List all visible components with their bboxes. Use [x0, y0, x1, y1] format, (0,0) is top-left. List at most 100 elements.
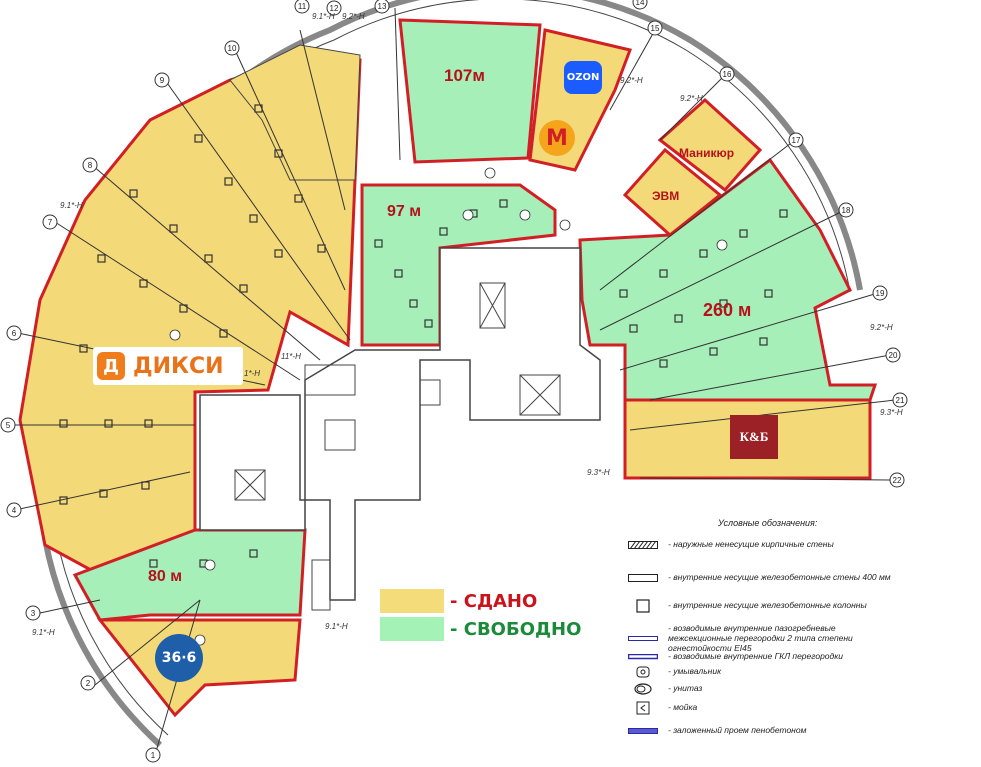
legend-row: - мойка — [628, 701, 698, 715]
axis-bubble-22 — [889, 472, 905, 488]
axis-bubble-8 — [82, 157, 98, 173]
column-icon — [628, 599, 658, 613]
legend-text: - унитаз — [668, 683, 703, 694]
axis-label-18: 18 — [842, 206, 851, 215]
axis-label-20: 20 — [889, 351, 898, 360]
partition-icon — [628, 633, 658, 645]
free-swatch — [380, 617, 444, 641]
unit-260-label: 260 м — [703, 300, 752, 320]
axis-bubble-1 — [145, 747, 161, 763]
axis-bubble-20 — [885, 347, 901, 363]
central-core — [199, 247, 601, 601]
axis-bubble-13 — [374, 0, 390, 14]
axis-bubble-21 — [892, 392, 908, 408]
manicure-label: Маникюр — [679, 146, 735, 160]
status-rented: - СДАНО — [380, 589, 537, 613]
manicure-area — [657, 97, 763, 193]
axis-label-11: 11 — [298, 2, 307, 11]
unit-260-area — [578, 157, 878, 402]
axis-bubble-11 — [294, 0, 310, 14]
axis-bubble-16 — [719, 66, 735, 82]
legend-text: - возводимые внутренние ГКЛ перегородки — [668, 651, 843, 662]
axis-label-21: 21 — [896, 396, 905, 405]
status-free: - СВОБОДНО — [380, 617, 581, 641]
axis-label-7: 7 — [48, 218, 53, 227]
toilet-icon — [628, 683, 658, 695]
magnit-logo-mark: M — [546, 125, 568, 151]
free-label: - СВОБОДНО — [450, 618, 582, 640]
axis-bubble-12 — [326, 0, 342, 16]
axis-label-3: 3 — [31, 609, 36, 618]
ozon-logo: OZON — [564, 61, 602, 94]
legend-text: - наружные ненесущие кирпичные стены — [668, 539, 834, 550]
legend-text: - мойка — [668, 702, 698, 713]
legend-row: - заложенный проем пенобетоном — [628, 725, 806, 737]
kb-logo: К&Б — [730, 415, 778, 459]
unit-97-label: 97 м — [387, 203, 422, 220]
legend-row: - возводимые внутренние ГКЛ перегородки — [628, 651, 843, 663]
axis-bubble-14 — [632, 0, 648, 10]
kb-logo-text: К&Б — [739, 429, 769, 444]
pharmacy-logo-text: 36·6 — [161, 650, 197, 666]
unit-80-label: 80 м — [148, 568, 183, 585]
washbasin-icon — [628, 666, 658, 678]
dixy-logo: Д ДИКСИ — [93, 347, 243, 385]
legend-row: - унитаз — [628, 683, 702, 695]
axis-label-12: 12 — [330, 4, 339, 13]
axis-bubble-2 — [80, 675, 96, 691]
axis-label-15: 15 — [651, 24, 660, 33]
axis-bubbles — [0, 0, 908, 763]
legend-row: - внутренние несущие железобетонные стен… — [628, 572, 891, 584]
legend-row: - возводимые внутренние пазогребневые ме… — [628, 623, 898, 653]
axis-label-22: 22 — [893, 476, 902, 485]
mark-92n-a: 9.2*-H — [342, 12, 365, 21]
mark-91n-c: 9.1*-H — [325, 622, 348, 631]
axis-label-2: 2 — [86, 679, 91, 688]
legend-text: - возводимые внутренние пазогребневые ме… — [668, 623, 853, 653]
brick-wall-icon — [628, 539, 658, 551]
ozon-logo-text: OZON — [566, 72, 600, 83]
legend-row: - внутренние несущие железобетонные коло… — [628, 599, 867, 613]
axis-bubble-19 — [872, 285, 888, 301]
legend-text: - внутренние несущие железобетонные коло… — [668, 600, 867, 611]
axis-bubble-15 — [647, 20, 663, 36]
axis-label-10: 10 — [228, 44, 237, 53]
concrete-wall-icon — [628, 572, 658, 584]
unit-107-label: 107м — [444, 66, 485, 85]
wc-block — [229, 44, 361, 181]
legend-row: - наружные ненесущие кирпичные стены — [628, 539, 834, 551]
mark-92n-d: 9.2*-H — [870, 323, 893, 332]
drywall-icon — [628, 651, 658, 663]
mark-93n-b: 9.3*-H — [587, 468, 610, 477]
axis-label-14: 14 — [636, 0, 645, 7]
sink-icon — [628, 701, 658, 715]
axis-bubble-5 — [0, 417, 16, 433]
axis-label-16: 16 — [723, 70, 732, 79]
magnit-logo: M — [539, 120, 575, 156]
mark-11n: 11*-H — [281, 352, 301, 361]
legend-text: - внутренние несущие железобетонные стен… — [668, 572, 891, 583]
axis-label-9: 9 — [160, 76, 165, 85]
dixy-logo-text: ДИКСИ — [133, 353, 224, 379]
legend-text: - заложенный проем пенобетоном — [668, 725, 807, 736]
axis-label-1: 1 — [151, 751, 156, 760]
axis-bubble-7 — [42, 214, 58, 230]
mark-1n: 1*-H — [244, 369, 261, 378]
blocked-opening-icon — [628, 725, 658, 737]
axis-bubble-4 — [6, 502, 22, 518]
mark-92n-c: 9.2*-H — [680, 94, 703, 103]
rented-swatch — [380, 589, 444, 613]
axis-bubble-17 — [788, 132, 804, 148]
columns — [59, 104, 788, 568]
axis-bubble-6 — [6, 325, 22, 341]
legend-text: - умывальник — [668, 666, 722, 677]
axis-bubble-9 — [154, 72, 170, 88]
legend-row: - умывальник — [628, 666, 721, 678]
axis-bubble-18 — [838, 202, 854, 218]
axis-label-6: 6 — [12, 329, 17, 338]
mark-91n-b: 9.1*-H — [60, 201, 83, 210]
axis-label-5: 5 — [6, 421, 11, 430]
unit-107-area — [398, 18, 542, 164]
